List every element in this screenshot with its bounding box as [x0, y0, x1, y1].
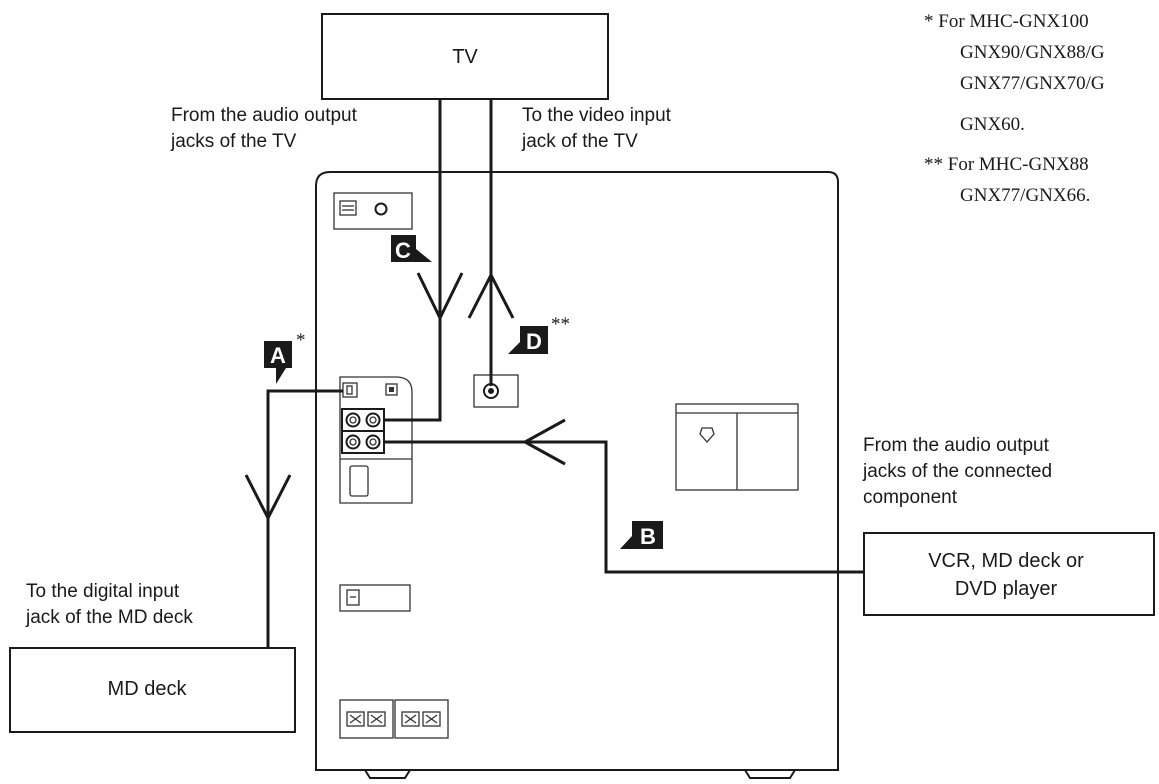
badge-b: B [620, 521, 663, 549]
svg-text:From the audio output: From the audio output [863, 435, 1050, 456]
label-tv-audio-out: From the audio output jacks of the TV [170, 105, 358, 152]
footnote-1-line3: GNX77/GNX70/G [960, 73, 1105, 94]
cord-c-arrow [416, 272, 464, 322]
svg-text:D: D [526, 329, 542, 354]
tv-label: TV [452, 46, 478, 68]
svg-text:To the video input: To the video input [522, 105, 672, 126]
svg-text:jacks of the connected: jacks of the connected [862, 461, 1052, 482]
cord-b [384, 418, 864, 574]
cord-c [384, 99, 464, 422]
cord-d-arrow [467, 271, 515, 319]
component-box: VCR, MD deck or DVD player [863, 532, 1155, 616]
fan-icon [699, 427, 715, 443]
cord-a [244, 389, 343, 648]
foot-right [744, 769, 796, 779]
badge-d: D ** [508, 314, 570, 354]
video-out-jack [473, 374, 519, 408]
footnote-2-line2: GNX77/GNX66. [960, 185, 1090, 206]
footnote-2-line1: ** For MHC-GNX88 [924, 154, 1089, 175]
cord-b-arrow [521, 418, 566, 466]
badge-d-mark: ** [551, 314, 570, 335]
footnote-1-line4: GNX60. [960, 114, 1025, 135]
footnote-1-line2: GNX90/GNX88/G [960, 42, 1105, 63]
svg-text:A: A [270, 343, 286, 368]
cord-d [467, 99, 515, 386]
main-unit-rear-panel [315, 171, 839, 779]
badge-a-mark: * [296, 330, 306, 351]
tv-box: TV [321, 13, 609, 100]
svg-text:jacks of the TV: jacks of the TV [170, 131, 297, 152]
label-component-audio-out: From the audio output jacks of the conne… [862, 435, 1052, 508]
md-deck-label: MD deck [108, 678, 188, 700]
cord-a-arrow [244, 474, 292, 522]
svg-text:component: component [863, 487, 958, 508]
digital-out-jack [342, 382, 358, 398]
antenna-jack-icon [374, 202, 388, 216]
badge-c: C [391, 235, 432, 263]
svg-text:C: C [395, 238, 411, 263]
input-output-jack-panel [339, 376, 413, 504]
svg-text:From the audio output: From the audio output [171, 105, 358, 126]
component-label-line2: DVD player [955, 578, 1058, 600]
md-deck-box: MD deck [9, 647, 296, 733]
svg-text:To the digital input: To the digital input [26, 581, 180, 602]
component-label-line1: VCR, MD deck or [928, 550, 1084, 572]
svg-text:jack of the MD deck: jack of the MD deck [25, 607, 193, 628]
svg-text:jack of the TV: jack of the TV [521, 131, 638, 152]
badge-a: A * [264, 330, 306, 384]
foot-left [364, 769, 411, 779]
footnotes: * For MHC-GNX100 GNX90/GNX88/G GNX77/GNX… [924, 11, 1105, 206]
label-tv-video-in: To the video input jack of the TV [521, 105, 672, 152]
system-control-jack [339, 584, 411, 612]
footnote-1-line1: * For MHC-GNX100 [924, 11, 1089, 32]
antenna-terminal-block [333, 192, 413, 230]
svg-text:B: B [640, 524, 656, 549]
label-md-digital-in: To the digital input jack of the MD deck [25, 581, 193, 628]
rear-module-right [675, 403, 799, 491]
speaker-terminals [339, 699, 449, 739]
